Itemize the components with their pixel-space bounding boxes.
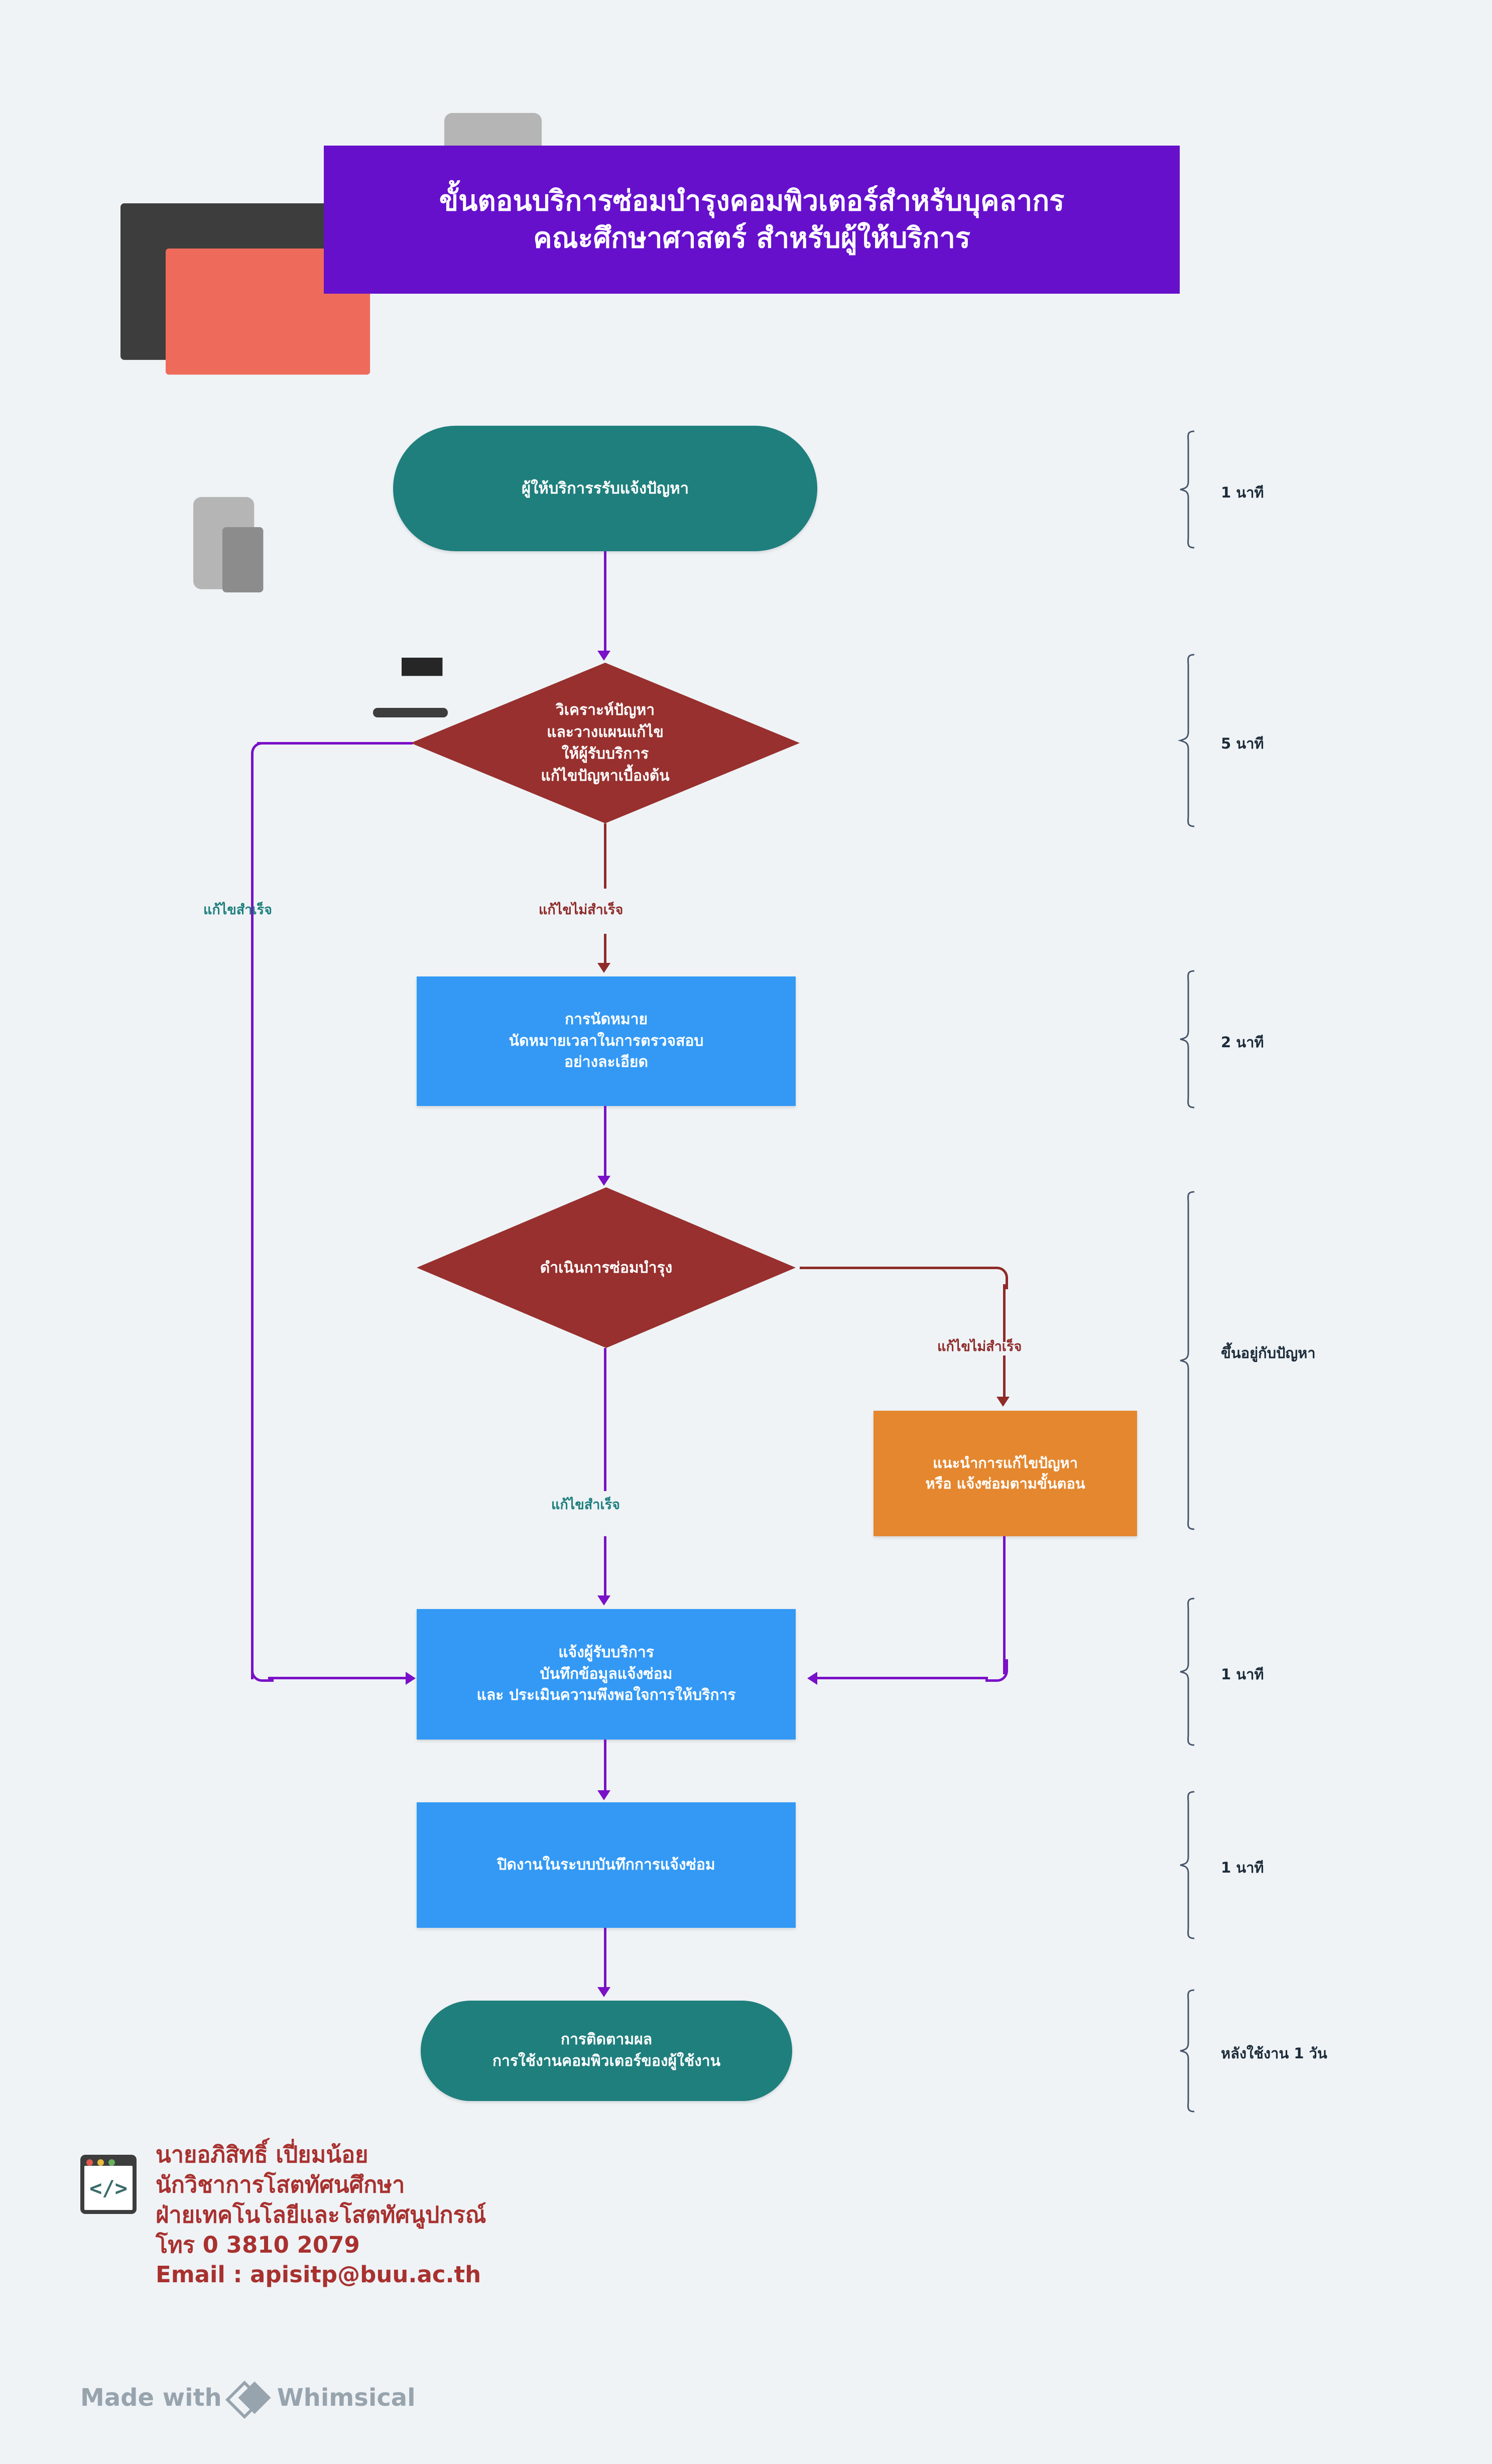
edge-label-analyze-fail: แก้ไขไม่สำเร็จ	[539, 902, 624, 918]
node-advise[interactable]: แนะนำการแก้ไขปัญหา หรือ แจ้งซ่อมตามขั้นต…	[874, 1411, 1137, 1536]
page-title-banner: ขั้นตอนบริการซ่อมบำรุงคอมพิวเตอร์สำหรับบ…	[324, 146, 1180, 294]
brace-label-4: ขึ้นอยู่กับปัญหา	[1221, 1344, 1316, 1362]
edge-label-repair-success: แก้ไขสำเร็จ	[551, 1497, 620, 1513]
edge-analyze-success-h2	[268, 1677, 406, 1679]
edge-start-to-analyze	[604, 551, 606, 653]
node-analyze-line1: วิเคราะห์ปัญหา	[555, 701, 655, 719]
node-advise-line2: หรือ แจ้งซ่อมตามขั้นตอน	[925, 1475, 1085, 1492]
node-followup-line2: การใช้งานคอมพิวเตอร์ของผู้ใช้งาน	[492, 2052, 721, 2070]
edge-repair-fail-v	[1003, 1284, 1006, 1342]
node-analyze-line3: ให้ผู้รับบริการ	[561, 745, 649, 763]
node-analyze-line4: แก้ไขปัญหาเบื้องต้น	[541, 767, 670, 785]
edge-analyze-success-v	[251, 758, 254, 1679]
code-glyph: </>	[84, 2166, 133, 2210]
arrow-analyze-to-appointment	[597, 963, 610, 973]
edge-repair-success-v	[604, 1348, 606, 1491]
arrow-close-to-followup	[597, 1987, 610, 1997]
page-title-line1: ขั้นตอนบริการซ่อมบำรุงคอมพิวเตอร์สำหรับบ…	[439, 184, 1065, 217]
node-close[interactable]: ปิดงานในระบบบันทึกการแจ้งซ่อม	[417, 1802, 796, 1928]
edge-repair-fail-corner	[985, 1267, 1008, 1289]
arrow-repair-to-notify	[597, 1595, 610, 1606]
brace-2	[1177, 653, 1197, 828]
footer-department: ฝ่ายเทคโนโลยีและโสตทัศนูปกรณ์	[156, 2201, 486, 2228]
brace-label-5: 1 นาที	[1221, 1666, 1264, 1683]
arrow-start-to-analyze	[597, 651, 610, 661]
node-start[interactable]: ผู้ให้บริการรรับแจ้งปัญหา	[393, 426, 817, 551]
footer-email: Email : apisitp@buu.ac.th	[156, 2261, 481, 2288]
edge-analyze-success-h	[257, 742, 413, 745]
node-analyze[interactable]: วิเคราะห์ปัญหา และวางแผนแก้ไข ให้ผู้รับบ…	[411, 663, 800, 823]
edge-notify-to-close	[604, 1740, 606, 1792]
brace-6	[1177, 1790, 1197, 1940]
node-followup-line1: การติดตามผล	[560, 2031, 653, 2049]
edge-label-analyze-success: แก้ไขสำเร็จ	[203, 902, 272, 918]
edge-analyze-fail	[604, 823, 606, 889]
arrow-analyze-success-to-notify	[406, 1672, 416, 1685]
badge-brand: Whimsical	[277, 2384, 416, 2412]
made-with-whimsical-badge[interactable]: Made with Whimsical	[80, 2380, 416, 2419]
brace-label-6: 1 นาที	[1221, 1859, 1264, 1876]
edge-repair-fail-v2	[1003, 1356, 1006, 1398]
arrow-notify-to-close	[597, 1790, 610, 1800]
node-followup[interactable]: การติดตามผล การใช้งานคอมพิวเตอร์ของผู้ใช…	[421, 2001, 792, 2101]
node-appointment-line3: อย่างละเอียด	[564, 1053, 648, 1071]
badge-made-with: Made with	[80, 2384, 222, 2412]
edge-close-to-followup	[604, 1928, 606, 1988]
footer-position: นักวิชาการโสตทัศนศึกษา	[156, 2171, 405, 2198]
edge-advise-corner	[985, 1659, 1008, 1682]
node-advise-line1: แนะนำการแก้ไขปัญหา	[933, 1454, 1078, 1471]
arrow-appointment-to-repair	[597, 1176, 610, 1186]
node-appointment[interactable]: การนัดหมาย นัดหมายเวลาในการตรวจสอบ อย่าง…	[417, 976, 796, 1106]
node-analyze-line2: และวางแผนแก้ไข	[547, 723, 664, 741]
brace-3	[1177, 969, 1197, 1110]
brace-7	[1177, 1988, 1197, 2114]
node-close-label: ปิดงานในระบบบันทึกการแจ้งซ่อม	[497, 1856, 715, 1874]
edge-advise-to-notify-v	[1003, 1536, 1006, 1674]
arrow-advise-to-notify	[807, 1672, 817, 1685]
footer-phone: โทร 0 3810 2079	[156, 2231, 360, 2258]
node-notify-line1: แจ้งผู้รับบริการ	[558, 1644, 654, 1662]
footer-name: นายอภิสิทธิ์ เปี่ยมน้อย	[156, 2141, 368, 2168]
node-appointment-line2: นัดหมายเวลาในการตรวจสอบ	[509, 1032, 704, 1050]
edge-appointment-to-repair	[604, 1106, 606, 1176]
brace-4	[1177, 1190, 1197, 1531]
brace-label-1: 1 นาที	[1221, 484, 1264, 501]
edge-analyze-success-corner	[251, 742, 274, 765]
edge-analyze-success-corner2	[251, 1659, 274, 1682]
node-start-label: ผู้ให้บริการรรับแจ้งปัญหา	[521, 479, 689, 498]
computer-devices-icon	[75, 85, 555, 718]
node-appointment-line1: การนัดหมาย	[564, 1011, 648, 1029]
brace-label-3: 2 นาที	[1221, 1034, 1264, 1051]
edge-advise-to-notify-h	[817, 1677, 988, 1679]
edge-analyze-fail-2	[604, 934, 606, 965]
whimsical-logo-icon	[225, 2380, 271, 2419]
node-repair[interactable]: ดำเนินการซ่อมบำรุง	[417, 1187, 796, 1348]
node-notify[interactable]: แจ้งผู้รับบริการ บันทึกข้อมูลแจ้งซ่อม แล…	[417, 1609, 796, 1740]
edge-label-repair-fail: แก้ไขไม่สำเร็จ	[937, 1339, 1022, 1354]
node-repair-label: ดำเนินการซ่อมบำรุง	[540, 1259, 673, 1277]
node-notify-line2: บันทึกข้อมูลแจ้งซ่อม	[540, 1665, 673, 1683]
page-title-line2: คณะศึกษาศาสตร์ สำหรับผู้ให้บริการ	[533, 221, 970, 255]
edge-repair-fail-h	[800, 1267, 990, 1269]
brace-5	[1177, 1596, 1197, 1747]
brace-1	[1177, 429, 1197, 550]
edge-repair-success-v2	[604, 1536, 606, 1596]
brace-label-7: หลังใช้งาน 1 วัน	[1221, 2045, 1327, 2062]
arrow-repair-to-advise	[997, 1397, 1010, 1407]
node-notify-line3: และ ประเมินความพึงพอใจการให้บริการ	[476, 1686, 736, 1704]
code-window-icon: </>	[80, 2155, 137, 2214]
brace-label-2: 5 นาที	[1221, 735, 1264, 752]
